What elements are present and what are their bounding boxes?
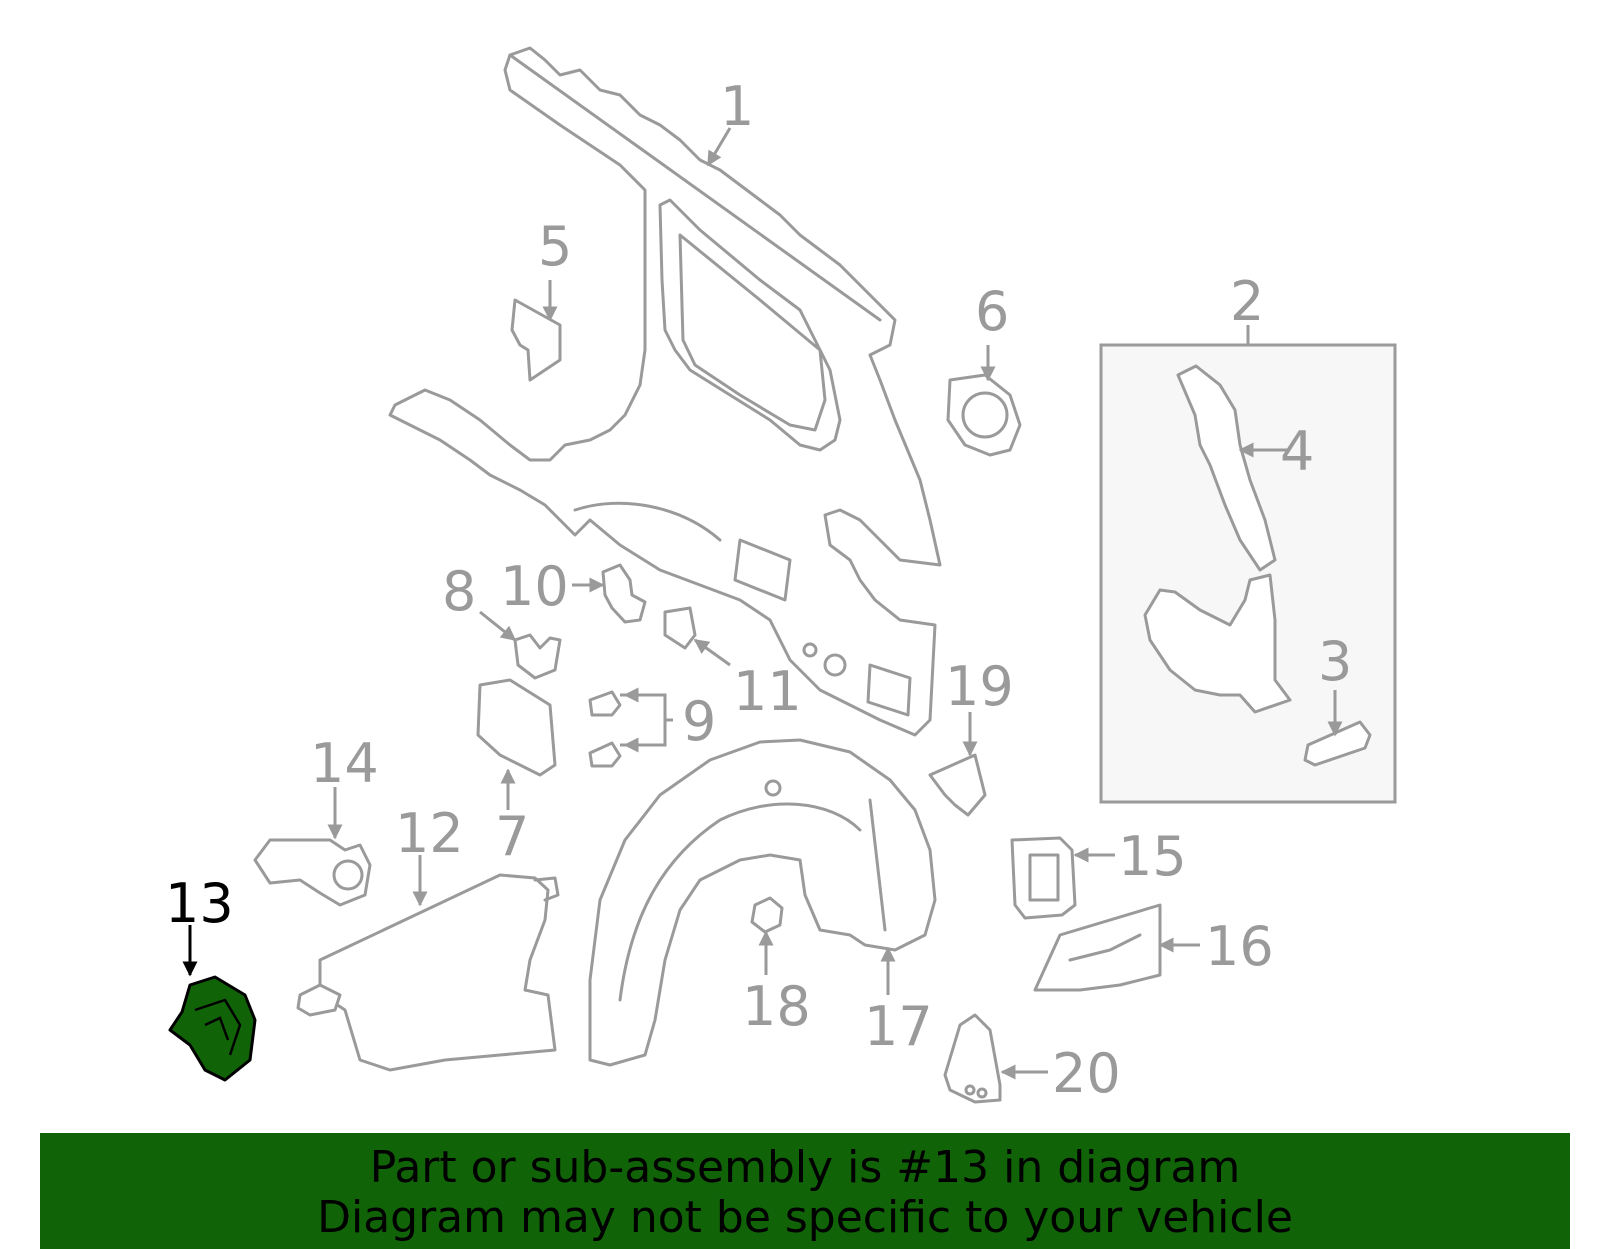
callout-7: 7 — [495, 805, 529, 868]
sensor-part-14 — [253, 838, 372, 907]
bracket-part-5 — [510, 298, 562, 382]
callout-4: 4 — [1280, 420, 1314, 483]
push-pin-part-18 — [750, 896, 784, 934]
callout-2: 2 — [1230, 270, 1264, 333]
bracket-part-16 — [1033, 903, 1162, 992]
clip-part-8 — [513, 633, 562, 680]
callout-15: 15 — [1118, 825, 1187, 888]
callout-19: 19 — [945, 655, 1014, 718]
reservoir-part-12 — [296, 873, 560, 1072]
banner-line-part-number: Part or sub-assembly is #13 in diagram — [369, 1142, 1241, 1193]
bracket-part-20 — [943, 1013, 1002, 1104]
clip-part-3 — [1303, 720, 1372, 767]
info-banner: Part or sub-assembly is #13 in diagram D… — [40, 1133, 1570, 1249]
callout-11: 11 — [733, 660, 802, 723]
leader-lines — [182, 127, 1343, 1080]
quarter-panel-part-1 — [388, 46, 942, 737]
callout-18: 18 — [742, 975, 811, 1038]
callout-9: 9 — [682, 690, 716, 753]
assembly-box-part-2 — [1099, 325, 1397, 804]
grommet-part-15 — [1010, 836, 1077, 920]
bumper-part-10 — [601, 563, 647, 624]
fasteners-part-9 — [588, 690, 622, 768]
inner-panel-part-4 — [1143, 364, 1292, 714]
callout-8: 8 — [442, 560, 476, 623]
callout-labels: 1 2 3 4 5 6 7 8 9 10 11 12 13 14 15 16 1… — [165, 75, 1352, 1105]
callout-16: 16 — [1205, 915, 1274, 978]
fuel-door-part-7 — [476, 678, 557, 777]
callout-20: 20 — [1052, 1042, 1121, 1105]
banner-line-disclaimer: Diagram may not be specific to your vehi… — [317, 1192, 1293, 1243]
callout-1: 1 — [720, 75, 754, 138]
bracket-part-19 — [928, 753, 987, 817]
callout-3: 3 — [1318, 630, 1352, 693]
clip-part-11 — [663, 606, 697, 650]
callout-12: 12 — [395, 802, 464, 865]
callout-10: 10 — [500, 555, 569, 618]
callout-6: 6 — [975, 280, 1009, 343]
callout-5: 5 — [538, 215, 572, 278]
callout-14: 14 — [310, 732, 379, 795]
callout-13: 13 — [165, 872, 234, 935]
callout-17: 17 — [864, 995, 933, 1058]
highlighted-part-13 — [168, 975, 257, 1082]
fuel-housing-part-6 — [946, 373, 1022, 457]
